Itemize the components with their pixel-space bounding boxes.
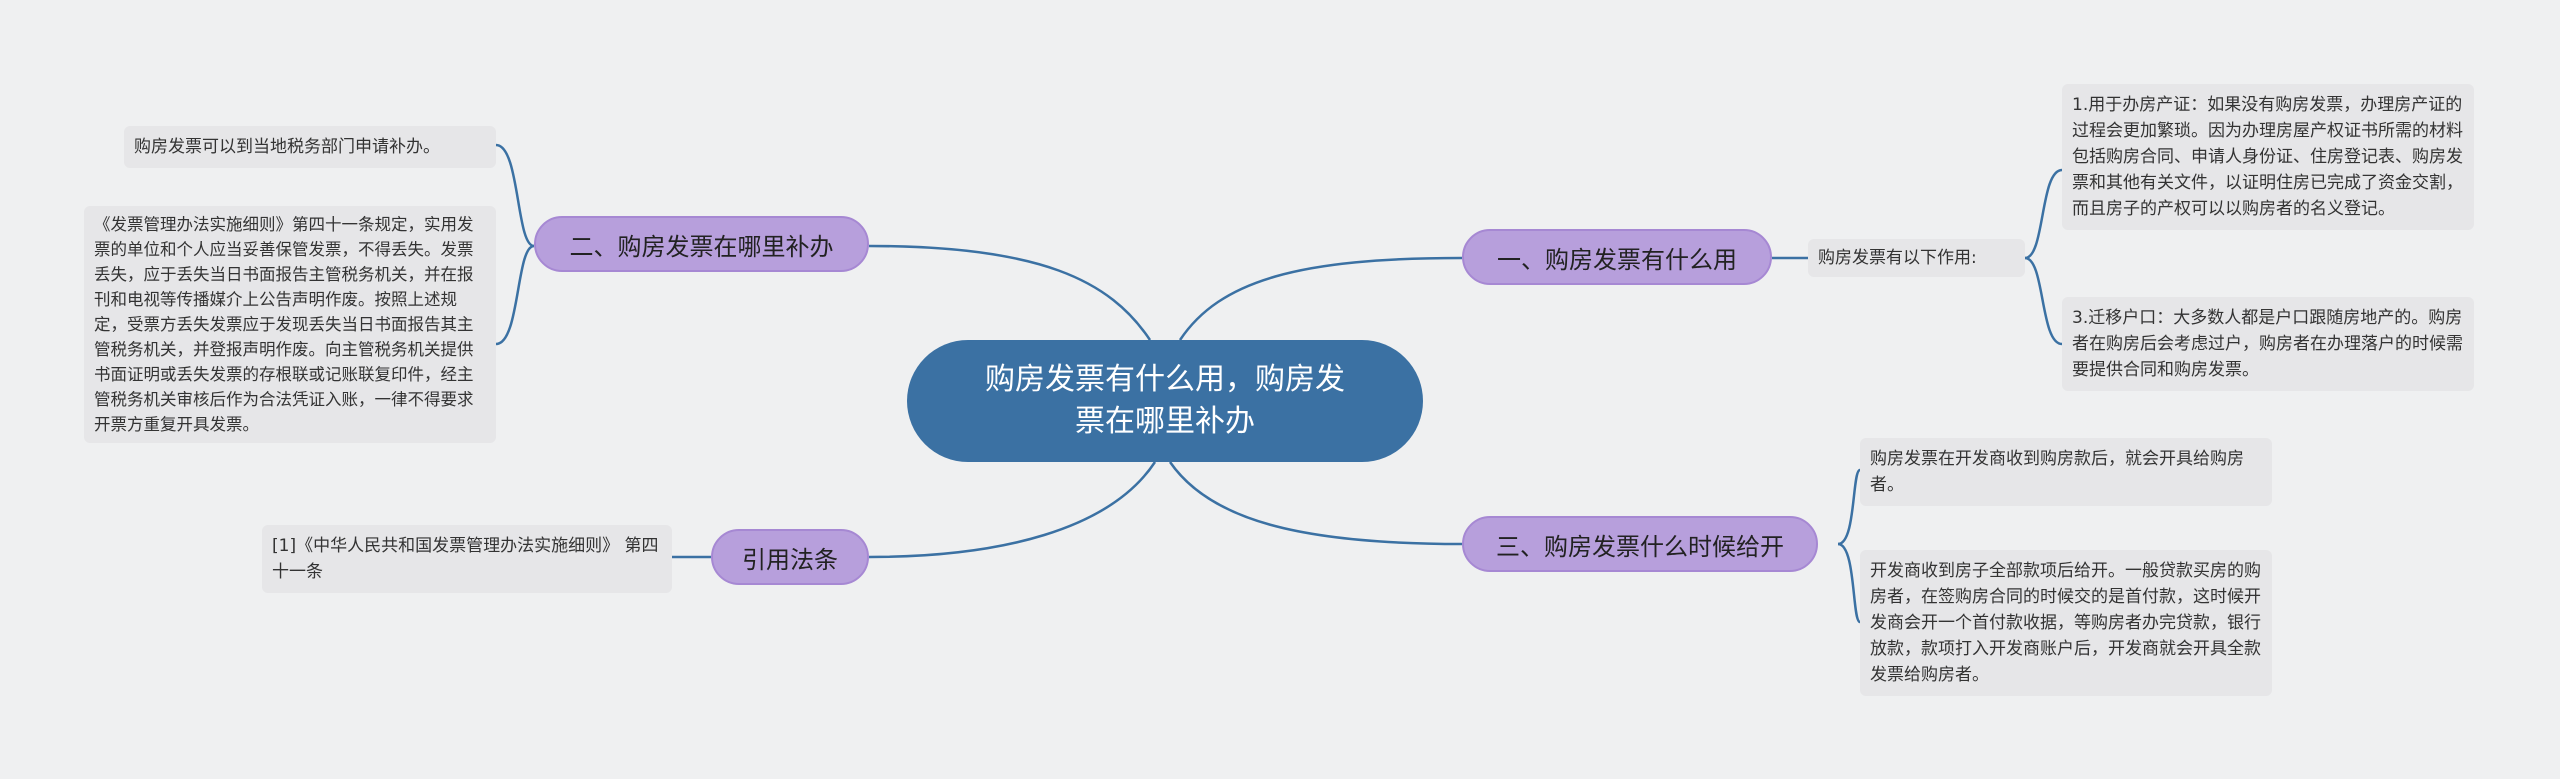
b2-leaf-1-text: 购房发票可以到当地税务部门申请补办。	[134, 137, 440, 157]
branch-b3[interactable]: 三、购房发票什么时候给开	[1462, 516, 1818, 572]
b2-leaf-2-text: 《发票管理办法实施细则》第四十一条规定，实用发票的单位和个人应当妥善保管发票，不…	[94, 215, 474, 434]
root-topic-label: 购房发票有什么用，购房发票在哪里补办	[985, 362, 1345, 439]
b1-leaf-2[interactable]: 3.迁移户口：大多数人都是户口跟随房地产的。购房者在购房后会考虑过户，购房者在办…	[2062, 297, 2474, 391]
link-root-b1	[1178, 256, 1463, 341]
branch-b1-label: 一、购房发票有什么用	[1497, 245, 1737, 274]
b4-leaf-1-text: [1]《中华人民共和国发票管理办法实施细则》 第四十一条	[272, 536, 659, 582]
b1-leaf-2-text: 3.迁移户口：大多数人都是户口跟随房地产的。购房者在购房后会考虑过户，购房者在办…	[2072, 308, 2463, 380]
b3-leaf-2[interactable]: 开发商收到房子全部款项后给开。一般贷款买房的购房者，在签购房合同的时候交的是首付…	[1860, 550, 2272, 696]
b3-leaf-1-text: 购房发票在开发商收到购房款后，就会开具给购房者。	[1870, 449, 2244, 495]
b3-leaf-1[interactable]: 购房发票在开发商收到购房款后，就会开具给购房者。	[1860, 438, 2272, 506]
root-topic[interactable]: 购房发票有什么用，购房发票在哪里补办	[907, 340, 1423, 462]
branch-b4-label: 引用法条	[742, 545, 838, 574]
link-mid-leaf2	[2024, 256, 2063, 346]
link-b2-leaf2	[495, 244, 535, 346]
b2-leaf-1[interactable]: 购房发票可以到当地税务部门申请补办。	[124, 126, 496, 168]
b2-leaf-2[interactable]: 《发票管理办法实施细则》第四十一条规定，实用发票的单位和个人应当妥善保管发票，不…	[84, 206, 496, 443]
b1-leaf-1-text: 1.用于办房产证：如果没有购房发票，办理房产证的过程会更加繁琐。因为办理房屋产权…	[2072, 95, 2463, 219]
link-b2-leaf1	[495, 143, 535, 248]
link-b3-leaf2	[1837, 542, 1862, 624]
branch-b1[interactable]: 一、购房发票有什么用	[1462, 229, 1772, 285]
branch-b3-label: 三、购房发票什么时候给开	[1496, 532, 1784, 561]
b1-summary-label: 购房发票有以下作用:	[1818, 248, 1977, 268]
b1-summary-node[interactable]: 购房发票有以下作用:	[1808, 239, 2025, 277]
link-b3-leaf1	[1837, 468, 1862, 546]
link-root-b4	[868, 461, 1157, 559]
link-root-b2	[868, 244, 1152, 341]
branch-b2-label: 二、购房发票在哪里补办	[569, 232, 834, 261]
b1-leaf-1[interactable]: 1.用于办房产证：如果没有购房发票，办理房产证的过程会更加繁琐。因为办理房屋产权…	[2062, 84, 2474, 230]
branch-b2[interactable]: 二、购房发票在哪里补办	[534, 216, 869, 272]
link-mid-leaf1	[2024, 168, 2063, 260]
branch-b4[interactable]: 引用法条	[711, 529, 869, 585]
b3-leaf-2-text: 开发商收到房子全部款项后给开。一般贷款买房的购房者，在签购房合同的时候交的是首付…	[1870, 561, 2261, 685]
b4-leaf-1[interactable]: [1]《中华人民共和国发票管理办法实施细则》 第四十一条	[262, 525, 672, 593]
link-root-b3	[1168, 461, 1463, 546]
